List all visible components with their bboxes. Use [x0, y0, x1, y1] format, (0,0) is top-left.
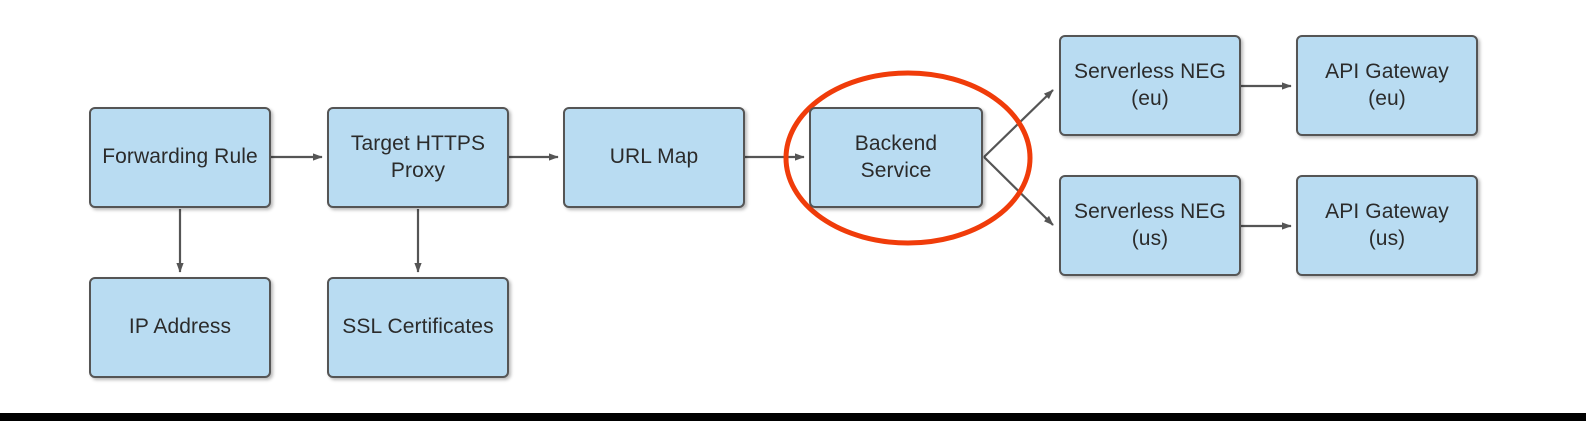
node-label: Serverless NEG (eu)	[1074, 59, 1226, 110]
node-target-https-proxy[interactable]: Target HTTPS Proxy	[327, 107, 509, 208]
node-label: API Gateway (eu)	[1325, 59, 1449, 110]
node-label: URL Map	[609, 145, 699, 169]
node-forwarding-rule[interactable]: Forwarding Rule	[89, 107, 271, 208]
node-url-map[interactable]: URL Map	[563, 107, 745, 208]
node-serverless-neg-eu[interactable]: Serverless NEG (eu)	[1059, 35, 1241, 136]
node-label: Forwarding Rule	[102, 145, 258, 169]
node-api-gateway-eu[interactable]: API Gateway (eu)	[1296, 35, 1478, 136]
edge-backend-service-to-serverless-neg-us	[983, 156, 1054, 226]
node-backend-service[interactable]: Backend Service	[809, 107, 983, 208]
node-label: IP Address	[128, 315, 232, 339]
footer-bar	[0, 413, 1586, 421]
node-label: API Gateway (us)	[1325, 199, 1449, 250]
node-label: Serverless NEG (us)	[1074, 199, 1226, 250]
edge-backend-service-to-serverless-neg-eu	[983, 89, 1054, 158]
node-label: Target HTTPS Proxy	[350, 131, 486, 182]
node-ssl-certificates[interactable]: SSL Certificates	[327, 277, 509, 378]
node-label: SSL Certificates	[342, 315, 494, 339]
node-serverless-neg-us[interactable]: Serverless NEG (us)	[1059, 175, 1241, 276]
node-api-gateway-us[interactable]: API Gateway (us)	[1296, 175, 1478, 276]
node-label: Backend Service	[854, 131, 938, 182]
node-ip-address[interactable]: IP Address	[89, 277, 271, 378]
